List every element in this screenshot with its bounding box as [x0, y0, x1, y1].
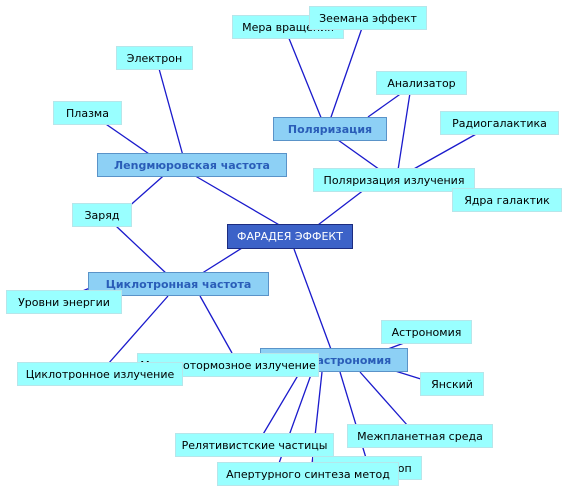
edge-cyclotron-charge: [115, 225, 169, 276]
root-edge-langmuir: [184, 169, 289, 231]
edge-langmuir-electron: [157, 64, 186, 164]
root-edge-radioastronomy: [293, 248, 333, 353]
hub-langmuir-frequency[interactable]: Лengмюровская частота: [97, 153, 287, 177]
edge-polarization-radiation: [337, 139, 384, 173]
leaf-radiation-polarization[interactable]: Поляризация излучения: [313, 168, 475, 192]
hub-polarization[interactable]: Поляризация: [273, 117, 387, 141]
leaf-interplanetary-medium[interactable]: Межпланетная среда: [347, 424, 493, 448]
edge-radioastro-interplanetary: [359, 371, 409, 427]
edge-radioastro-relativistic: [261, 371, 301, 437]
leaf-astronomy[interactable]: Астрономия: [381, 320, 472, 344]
edge-cyclotron-cyclotron-radiation: [107, 295, 169, 365]
edge-polarization-zeeman: [329, 27, 363, 121]
leaf-cyclotron-radiation[interactable]: Циклотронное излучение: [17, 362, 183, 386]
leaf-energy-levels[interactable]: Уровни энергии: [6, 290, 122, 314]
root-node[interactable]: ФАРАДЕЯ ЭФФЕКТ: [227, 224, 353, 249]
leaf-zeeman-effect[interactable]: Зеемана эффект: [309, 6, 427, 30]
leaf-plasma[interactable]: Плазма: [53, 101, 122, 125]
leaf-electron[interactable]: Электрон: [116, 46, 193, 70]
leaf-analyzer[interactable]: Анализатор: [376, 71, 467, 95]
leaf-relativistic-particles[interactable]: Релятивистские частицы: [175, 433, 334, 457]
edge-polarization-rotation-measure: [287, 35, 323, 121]
edge-radiogalaxy-radiation: [411, 132, 479, 171]
leaf-aperture-synthesis[interactable]: Апертурного синтеза метод: [217, 462, 399, 486]
edge-cyclotron-magnetobrems: [199, 295, 233, 354]
leaf-charge[interactable]: Заряд: [72, 203, 132, 227]
edge-analyzer-radiation: [397, 92, 411, 171]
leaf-galactic-nuclei[interactable]: Ядра галактик: [452, 188, 562, 212]
leaf-radio-galaxy[interactable]: Радиогалактика: [440, 111, 559, 135]
leaf-jansky[interactable]: Янский: [420, 372, 484, 396]
